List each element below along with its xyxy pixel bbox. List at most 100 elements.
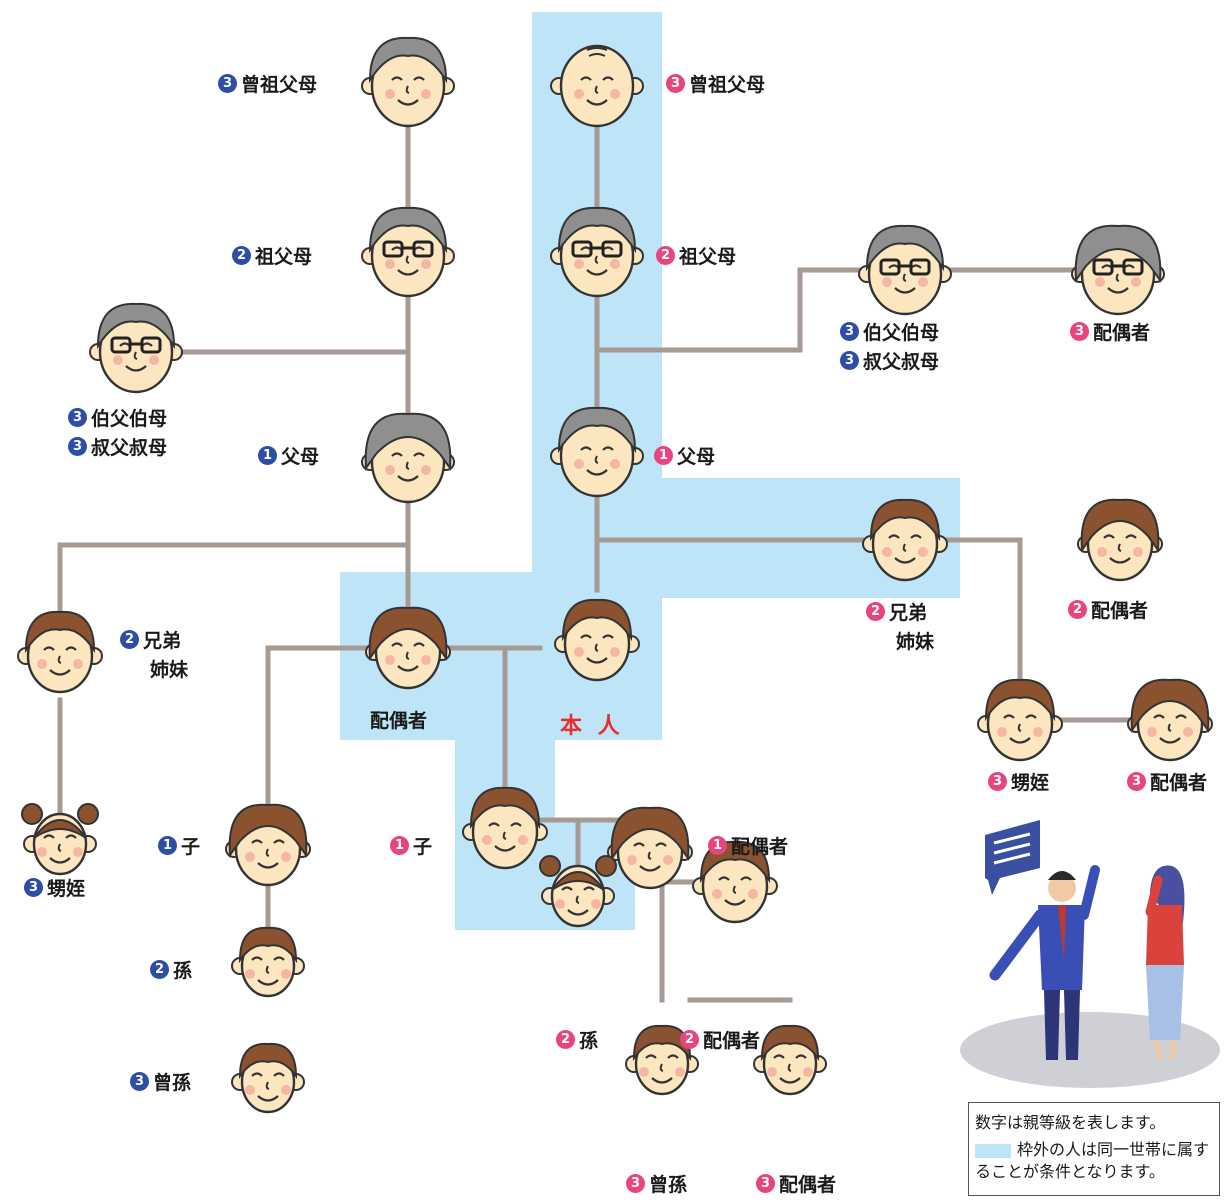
eye: [391, 452, 403, 457]
cheek: [1183, 727, 1193, 737]
nose: [575, 895, 580, 904]
cheek: [997, 727, 1007, 737]
label-text: 曾祖父母: [241, 74, 318, 96]
eye: [488, 822, 500, 827]
consultation-illustration: [960, 820, 1220, 1088]
legend-box: 数字は親等級を表します。 枠外の人は同一世帯に属することが条件となります。: [968, 1102, 1220, 1196]
degree-badge: 3: [1127, 772, 1146, 791]
cheek: [574, 647, 584, 657]
hair: [368, 206, 448, 254]
connector-line: [594, 267, 913, 353]
eye: [795, 1054, 807, 1059]
hair: [632, 1024, 692, 1062]
nose: [1117, 543, 1122, 552]
person-label-spouse: 配偶者: [370, 706, 427, 733]
cheek: [882, 277, 892, 287]
hair: [760, 1024, 820, 1062]
degree-badge: 1: [390, 836, 409, 855]
cheek: [245, 1085, 255, 1095]
eye: [645, 1054, 657, 1059]
degree-badge: 1: [654, 446, 673, 465]
face-icon: [1127, 678, 1213, 762]
label-text: 曾祖父母: [689, 74, 766, 96]
eye: [65, 834, 77, 839]
mouth: [586, 99, 608, 106]
cheek: [421, 465, 431, 475]
mouth: [724, 899, 746, 906]
label-text: 姉妹: [150, 659, 189, 681]
face-icon: [361, 412, 455, 504]
degree-badge: 3: [68, 437, 87, 456]
connector-line: [594, 537, 1023, 723]
cheek: [482, 835, 492, 845]
eye: [391, 76, 403, 81]
label-text: 姉妹: [896, 631, 935, 653]
degree-badge: 3: [840, 322, 859, 341]
cheek: [149, 355, 159, 365]
degree-badge: 3: [24, 878, 43, 897]
cheek: [574, 259, 584, 269]
cheek: [113, 355, 123, 365]
mouth: [586, 469, 608, 476]
eye: [43, 646, 55, 651]
cheek: [385, 655, 395, 665]
hair: [228, 803, 308, 858]
hair: [368, 36, 448, 84]
face-icon: [625, 1024, 699, 1096]
eye: [413, 452, 425, 457]
cheek: [385, 259, 395, 269]
hair-bun: [595, 855, 617, 877]
cheek: [245, 969, 255, 979]
cheek: [918, 547, 928, 557]
hair: [238, 926, 298, 964]
eye: [718, 876, 730, 881]
eye: [251, 1072, 263, 1077]
eye: [602, 76, 614, 81]
hair: [33, 819, 87, 839]
nose: [405, 85, 410, 94]
cheek: [385, 465, 395, 475]
mouth: [397, 475, 419, 482]
speech-line: [993, 832, 1031, 845]
face-icon: [361, 206, 455, 298]
hair: [364, 412, 452, 471]
mouth: [49, 857, 71, 864]
cheek: [281, 852, 291, 862]
face-icon: [21, 803, 99, 876]
eye: [740, 876, 752, 881]
cheek: [748, 889, 758, 899]
speech-line: [993, 852, 1031, 865]
cheek: [73, 659, 83, 669]
mouth: [779, 1077, 801, 1084]
eye: [43, 834, 55, 839]
label-text: 甥姪: [1011, 772, 1050, 794]
face-icon: [365, 606, 451, 690]
eye: [667, 1054, 679, 1059]
woman-leg: [1153, 1039, 1177, 1061]
hair: [557, 406, 637, 454]
eye: [273, 839, 285, 844]
cheek: [73, 847, 83, 857]
cheek: [555, 899, 565, 909]
eye: [561, 886, 573, 891]
label-text: 叔父叔母: [863, 351, 940, 373]
degree-badge: 2: [556, 1030, 575, 1049]
cheek: [803, 1067, 813, 1077]
eye: [1153, 714, 1165, 719]
person-label-self: 本 人: [560, 708, 624, 740]
man-hair: [1048, 871, 1076, 880]
hair: [96, 302, 176, 350]
